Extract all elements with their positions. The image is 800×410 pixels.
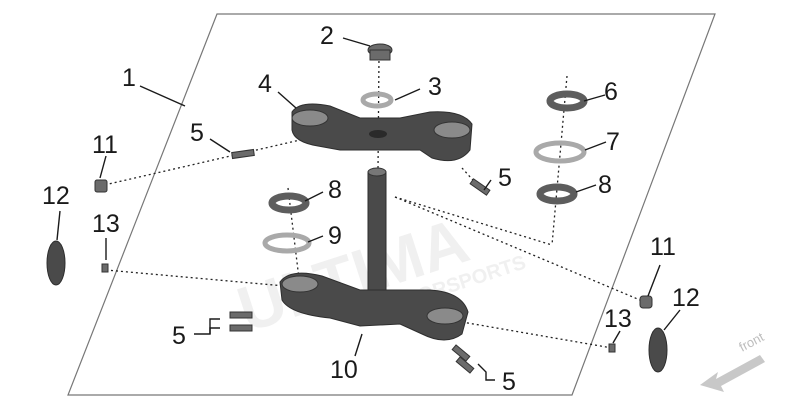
callout-5-upper-right: 5 (498, 164, 512, 192)
callout-13-right: 13 (604, 305, 632, 333)
callout-3: 3 (428, 73, 442, 101)
callout-11-left: 11 (92, 131, 118, 159)
callout-4: 4 (258, 70, 272, 98)
bearing-race-right (536, 183, 578, 205)
bearing-upper (546, 90, 588, 112)
callout-12-left: 12 (42, 182, 70, 210)
assembly-lines (99, 55, 641, 349)
upper-triple-clamp (291, 103, 473, 162)
callout-11-right: 11 (650, 233, 676, 261)
callout-12-right: 12 (672, 284, 700, 312)
callout-2: 2 (320, 22, 334, 50)
assembly-plane (67, 13, 716, 396)
front-label: front (736, 329, 766, 355)
bearing-left (268, 192, 310, 214)
front-arrow: front (700, 329, 767, 392)
callout-8-right: 8 (598, 171, 612, 199)
front-arrow-icon (700, 355, 765, 392)
callout-6: 6 (604, 78, 618, 106)
clip-left (101, 263, 109, 273)
washer (360, 91, 394, 109)
top-nut (367, 43, 393, 61)
callout-5-lower-left: 5 (172, 322, 186, 350)
dust-seal (533, 140, 587, 164)
cap-right (639, 295, 653, 309)
callout-13-left: 13 (92, 210, 120, 238)
callout-5-lower-right: 5 (502, 368, 516, 396)
callout-8-left: 8 (328, 176, 342, 204)
cap-left (94, 179, 108, 193)
seal-left (262, 232, 312, 254)
bolts (229, 148, 491, 374)
callout-9: 9 (328, 222, 342, 250)
plug-left (46, 240, 66, 286)
callout-5-upper-left: 5 (190, 119, 204, 147)
callout-10: 10 (330, 356, 358, 384)
lower-triple-clamp (279, 272, 469, 341)
callout-labels: 1 2 3 4 5 5 5 5 6 7 8 8 9 10 11 11 12 12… (42, 22, 700, 396)
clip-right (608, 343, 616, 353)
plug-right (648, 327, 668, 373)
callout-1: 1 (122, 64, 136, 92)
steering-stem (367, 167, 387, 293)
callout-7: 7 (606, 128, 620, 156)
leader-lines (56, 37, 681, 381)
